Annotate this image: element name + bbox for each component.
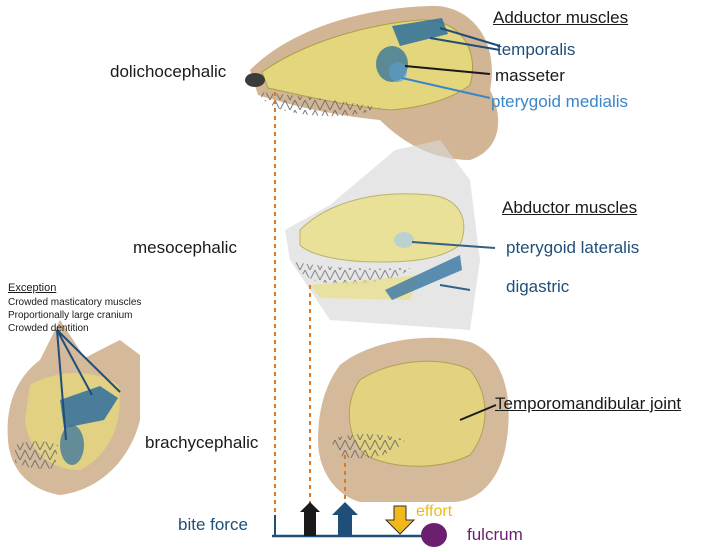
dolichocephalic-label: dolichocephalic xyxy=(110,62,227,81)
dolichocephalic-head xyxy=(245,5,501,161)
mesocephalic-label: mesocephalic xyxy=(133,238,237,257)
fulcrum-icon xyxy=(421,523,447,547)
pterygoid-medialis-label: pterygoid medialis xyxy=(491,92,629,111)
bite-force-label: bite force xyxy=(178,515,248,534)
effort-arrow-icon xyxy=(384,505,416,535)
brachycephalic-head xyxy=(318,337,509,502)
exception-head xyxy=(7,320,141,495)
exception-line-3: Crowded dentition xyxy=(8,323,89,334)
masseter-label: masseter xyxy=(495,66,565,85)
mesocephalic-force-arrow xyxy=(300,502,320,536)
temporalis-patch xyxy=(392,18,448,46)
exception-title: Exception xyxy=(8,282,57,294)
exception-temporalis-patch xyxy=(60,386,118,428)
temporalis-label: temporalis xyxy=(497,40,576,59)
fulcrum-label: fulcrum xyxy=(467,525,523,544)
lever-system xyxy=(272,92,447,547)
tmj-label: Temporomandibular joint xyxy=(495,394,682,413)
digastric-patch xyxy=(385,255,462,300)
effort-label: effort xyxy=(416,503,453,520)
abductor-muscles-heading: Abductor muscles xyxy=(502,198,638,217)
pterygoid-lateralis-patch xyxy=(394,232,414,248)
brachycephalic-label: brachycephalic xyxy=(145,433,259,452)
exception-masseter-patch xyxy=(60,425,84,465)
mesocephalic-head xyxy=(285,140,496,330)
exception-line-1: Crowded masticatory muscles xyxy=(8,297,142,308)
nose-icon xyxy=(245,73,265,87)
brachycephalic-force-arrow xyxy=(332,502,358,536)
pterygoid-lateralis-label: pterygoid lateralis xyxy=(506,238,640,257)
adductor-muscles-heading: Adductor muscles xyxy=(493,8,629,27)
digastric-label: digastric xyxy=(506,277,570,296)
exception-line-2: Proportionally large cranium xyxy=(8,310,133,321)
